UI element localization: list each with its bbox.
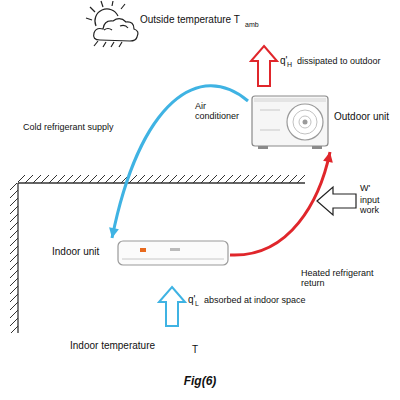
cloud-line [104,29,112,31]
cold-supply-pipe [112,86,248,238]
casing-line [260,110,280,111]
outdoor-casing [252,96,328,146]
pipe-label: Cold refrigerant supply [22,122,115,132]
outdoor-unit: Outdoor unit [248,92,398,152]
ceiling-line [18,182,305,183]
outside-temp-label: Outside temperature T [140,14,240,26]
wall-line [17,183,18,333]
indoor-unit: Indoor unit [50,238,230,268]
heat-label: dissipated to outdoor [297,56,381,66]
figure-caption: Fig(6) [0,375,400,389]
heat-label: absorbed at indoor space [204,295,306,305]
work-symbol: W' [360,183,370,193]
unit-foot [258,146,268,149]
wall-hatch [10,183,18,333]
fan-guard [287,104,323,140]
cloud-outline [94,19,138,41]
pipe-label: Heated refrigerant return [300,268,394,289]
outdoor-unit-picture [252,96,328,149]
weather-icon [86,1,138,47]
subscript: L [195,300,199,308]
sun-ray [101,1,103,7]
display-light [140,248,146,252]
arrow-head [109,227,119,238]
work-input-arrow [317,187,356,215]
sun-ray [112,1,113,6]
indoor-temp-label: Indoor temperature [70,340,155,352]
fan-ring [293,110,317,134]
indoor-unit-picture [118,241,228,265]
heated-return-pipe [230,152,330,255]
unit-label: Outdoor unit [334,111,389,123]
cloud-line [120,25,128,28]
temperature-symbol: T [192,344,198,356]
rain-strokes [94,41,122,47]
sun-ray [121,4,125,9]
subscript: amb [245,21,259,29]
arrow-head [323,152,333,163]
outdoor-top [254,98,326,102]
sun-ray [86,18,92,20]
room-wall [10,175,305,333]
air-vent [122,259,224,260]
unit-label: Indoor unit [52,246,99,258]
subscript: H [287,61,292,69]
unit-foot [312,146,322,149]
sun-ray [90,7,95,12]
heat-symbol: q' [188,294,195,306]
indoor-casing [118,241,228,265]
ceiling-hatch [18,175,305,183]
work-label: input work [360,195,394,216]
casing-line [260,130,280,131]
heat-in-arrow [159,287,185,326]
fan-ring [299,116,311,128]
heat-out-arrow [251,46,277,86]
fan-hub [303,120,308,125]
brand-mark [170,248,180,251]
heat-symbol: q' [280,55,287,67]
air-conditioner-label: Air conditioner [195,101,251,122]
